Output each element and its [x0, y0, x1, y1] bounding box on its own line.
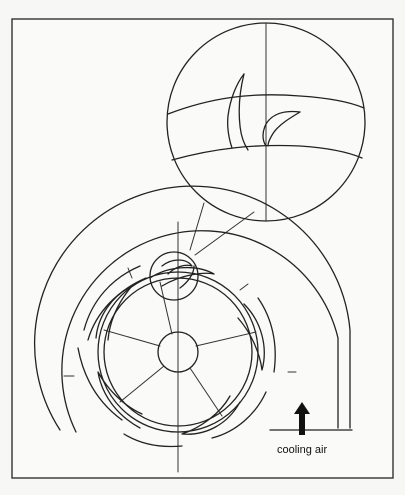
- rotor-spoke: [189, 367, 223, 417]
- detail-leader-line-left: [189, 202, 205, 251]
- cooling-air-label: cooling air: [277, 444, 327, 456]
- detail-lower-platform: [171, 144, 363, 161]
- reference-circle-blade: [161, 259, 193, 275]
- rotor-blade: [149, 266, 215, 287]
- detail-right-blade-tip: [262, 110, 301, 147]
- vane-arc: [211, 391, 267, 439]
- rotor-spoke: [119, 365, 165, 403]
- figure-frame: [11, 18, 394, 479]
- vane-arc: [83, 265, 141, 331]
- detail-leader-line-right: [194, 211, 255, 256]
- reference-circle-blade: [179, 265, 195, 289]
- housing-outer-wall: [34, 185, 351, 431]
- detail-reference-circle: [149, 251, 199, 301]
- detail-magnified-view: [166, 22, 366, 222]
- rotor-spoke: [159, 281, 173, 335]
- rotor-blade: [97, 371, 143, 429]
- vane-arc: [257, 297, 276, 373]
- rotor-spoke: [195, 331, 257, 347]
- rotor-blade: [95, 285, 133, 341]
- vane-arc: [77, 347, 123, 421]
- cooling-air-arrow-head: [294, 402, 310, 414]
- detail-left-blade-tip: [226, 73, 245, 149]
- housing-tick: [239, 283, 249, 291]
- rotor-hub: [157, 331, 199, 373]
- scroll-housing: [34, 185, 353, 433]
- housing-inner-wall: [61, 230, 339, 433]
- rotor-blade: [181, 395, 241, 435]
- rotor-blade: [237, 303, 265, 371]
- detail-upper-platform: [167, 94, 365, 115]
- cooling-air-arrow-shaft: [299, 413, 305, 435]
- vane-arc: [123, 433, 183, 448]
- housing-tick: [127, 267, 133, 279]
- rotor: [77, 265, 276, 448]
- rotor-spoke: [103, 329, 161, 347]
- detail-right-blade-edge: [267, 111, 301, 147]
- vane-arc: [87, 277, 147, 341]
- cooling-air-annotation: cooling air: [277, 402, 327, 456]
- detail-left-blade-edge: [238, 73, 249, 151]
